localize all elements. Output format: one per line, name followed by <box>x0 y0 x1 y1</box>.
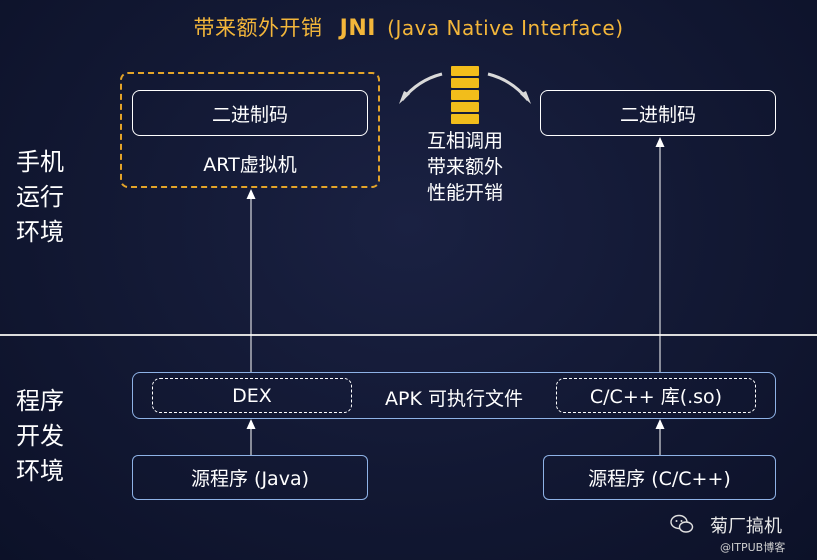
arrow-head-dex <box>246 419 256 429</box>
dev-label-line-3: 环境 <box>16 457 64 485</box>
left-binary-box: 二进制码 <box>132 90 368 136</box>
java-source-box: 源程序 (Java) <box>132 455 368 500</box>
dex-label: DEX <box>232 384 272 407</box>
curve-right-head <box>520 91 531 104</box>
cpp-source-label: 源程序 (C/C++) <box>588 468 731 490</box>
apk-label: APK 可执行文件 <box>385 388 523 410</box>
native-lib-label: C/C++ 库(.so) <box>589 386 723 408</box>
right-binary-label: 二进制码 <box>619 103 696 126</box>
arrow-head-art <box>246 189 256 199</box>
watermark-name: 菊厂搞机 <box>710 516 782 537</box>
note-line-2: 带来额外 <box>426 156 503 178</box>
art-vm-label: ART虚拟机 <box>203 154 297 176</box>
dev-env-label: 程序 开发 环境 <box>16 384 64 489</box>
curve-left-head <box>399 91 410 104</box>
jni-overhead-note: 互相调用 带来额外 性能开销 <box>410 128 520 206</box>
runtime-label-line-2: 运行 <box>16 183 64 211</box>
left-binary-label: 二进制码 <box>211 103 288 126</box>
dev-label-line-2: 开发 <box>16 422 64 450</box>
title-jni: JNI <box>339 16 376 41</box>
art-vm-container <box>120 72 380 188</box>
java-source-label: 源程序 (Java) <box>191 468 309 490</box>
section-divider <box>0 334 817 336</box>
runtime-env-label: 手机 运行 环境 <box>16 145 64 250</box>
dev-label-line-1: 程序 <box>16 387 64 415</box>
arrow-head-lib <box>655 419 665 429</box>
native-lib-box: C/C++ 库(.so) <box>556 378 756 413</box>
right-binary-box: 二进制码 <box>540 90 776 136</box>
watermark-sub: @ITPUB博客 <box>720 541 786 554</box>
note-line-3: 性能开销 <box>426 182 503 204</box>
runtime-label-line-1: 手机 <box>16 148 64 176</box>
wechat-icon <box>670 514 694 533</box>
title-prefix: 带来额外开销 <box>193 16 323 40</box>
arrow-head-right-binary <box>655 137 665 147</box>
cpp-source-box: 源程序 (C/C++) <box>543 455 776 500</box>
jni-stack-icon <box>451 66 479 126</box>
diagram-title: 带来额外开销 JNI (Java Native Interface) <box>0 12 817 42</box>
curve-right-to-stack <box>487 72 530 101</box>
dex-box: DEX <box>152 378 352 413</box>
title-full-name: (Java Native Interface) <box>387 16 624 40</box>
note-line-1: 互相调用 <box>426 130 503 152</box>
curve-left-to-stack <box>400 72 443 101</box>
watermark: 菊厂搞机 @ITPUB博客 <box>670 512 804 555</box>
apk-frame <box>132 372 776 419</box>
runtime-label-line-3: 环境 <box>16 218 64 246</box>
